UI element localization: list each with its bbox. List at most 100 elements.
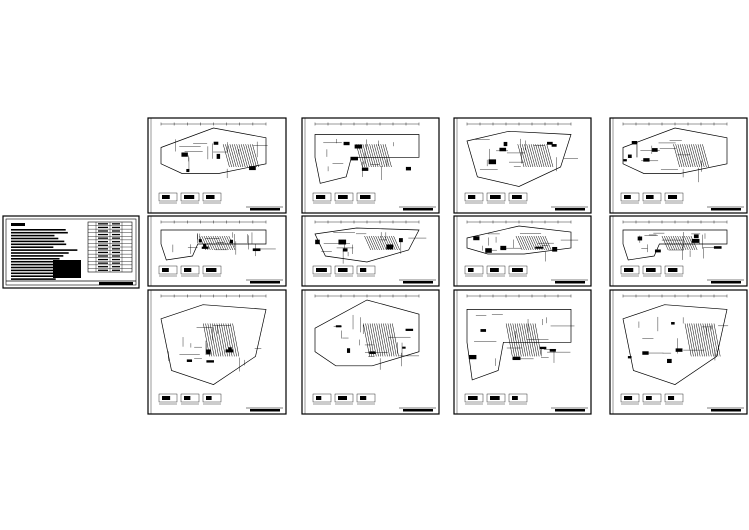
key-plans: [312, 192, 376, 204]
key-plans: [158, 393, 222, 405]
plan-sheet-a3[interactable]: [453, 117, 592, 214]
equipment-block: [539, 346, 547, 350]
building-outline: [622, 304, 728, 385]
sheet-border: [147, 117, 287, 214]
hatched-area: [673, 144, 709, 168]
title-block: [246, 279, 283, 284]
equipment-block: [500, 245, 507, 251]
equipment-block: [693, 234, 699, 239]
equipment-block: [503, 141, 508, 147]
dimension-line: [622, 220, 728, 224]
interior-walls: [482, 233, 579, 262]
dimension-line: [160, 294, 267, 298]
equipment-block: [637, 236, 643, 241]
sheet-border: [301, 215, 440, 287]
title-block: [246, 407, 283, 412]
key-plans: [620, 393, 684, 405]
key-plans: [464, 265, 528, 277]
equipment-block: [369, 351, 376, 354]
hatched-area: [661, 235, 698, 251]
equipment-block: [354, 144, 363, 149]
equipment-block: [342, 248, 348, 252]
equipment-block: [229, 239, 234, 244]
equipment-block: [350, 156, 358, 161]
equipment-block: [499, 147, 507, 152]
hatched-area: [363, 323, 399, 357]
equipment-block: [361, 167, 369, 171]
equipment-block: [338, 239, 347, 245]
dimension-line: [314, 220, 420, 224]
key-plans: [312, 265, 376, 277]
plan-sheet-a2[interactable]: [301, 117, 440, 214]
key-plans: [620, 265, 684, 277]
title-block: [551, 407, 588, 412]
plan-sheet-b3[interactable]: [453, 215, 592, 287]
plan-sheet-a4[interactable]: [609, 117, 748, 214]
equipment-block: [186, 359, 193, 362]
equipment-block: [488, 159, 497, 165]
equipment-block: [549, 348, 556, 352]
equipment-block: [667, 358, 672, 364]
equipment-block: [206, 360, 214, 363]
dimension-line: [314, 294, 420, 298]
title-block: [707, 206, 744, 211]
equipment-block: [623, 159, 627, 162]
equipment-block: [654, 249, 661, 253]
title-block: [399, 407, 436, 412]
hatched-area: [517, 144, 554, 168]
hatched-area: [515, 235, 552, 251]
plan-sheet-c3[interactable]: [453, 289, 592, 415]
equipment-block: [386, 244, 394, 250]
equipment-block: [315, 239, 320, 245]
equipment-block: [535, 246, 544, 249]
key-plans: [620, 192, 684, 204]
equipment-block: [547, 141, 553, 145]
title-block: [246, 206, 283, 211]
interior-walls: [168, 325, 262, 372]
equipment-block: [201, 246, 209, 249]
dimension-line: [466, 122, 572, 126]
title-block: [399, 279, 436, 284]
cover-heading: [11, 223, 25, 226]
plan-sheet-b1[interactable]: [147, 215, 287, 287]
equipment-block: [405, 328, 414, 331]
sheet-border: [609, 289, 748, 415]
equipment-block: [405, 166, 411, 171]
equipment-block: [631, 141, 638, 145]
sheet-border: [147, 289, 287, 415]
cover-sheet[interactable]: [2, 215, 140, 289]
plan-sheet-b4[interactable]: [609, 215, 748, 287]
building-outline: [314, 134, 420, 184]
building-outline: [314, 227, 420, 263]
title-block: [551, 279, 588, 284]
plan-sheet-b2[interactable]: [301, 215, 440, 287]
key-plans: [158, 192, 222, 204]
building-outline: [160, 229, 267, 261]
equipment-block: [343, 141, 350, 146]
equipment-block: [713, 246, 722, 249]
equipment-block: [198, 239, 202, 243]
hatched-area: [222, 144, 259, 168]
plan-sheet-a1[interactable]: [147, 117, 287, 214]
key-plans: [158, 265, 222, 277]
dimension-line: [160, 122, 267, 126]
building-outline: [466, 309, 572, 381]
equipment-block: [691, 238, 700, 243]
plan-sheet-c4[interactable]: [609, 289, 748, 415]
key-plans: [312, 393, 376, 405]
equipment-block: [216, 153, 221, 159]
equipment-block: [249, 166, 256, 171]
hatched-area: [505, 323, 542, 357]
title-block: [707, 279, 744, 284]
equipment-block: [206, 349, 211, 355]
plan-sheet-c2[interactable]: [301, 289, 440, 415]
equipment-block: [627, 154, 632, 158]
plan-sheet-c1[interactable]: [147, 289, 287, 415]
title-block: [707, 407, 744, 412]
equipment-block: [643, 158, 650, 162]
hatched-area: [684, 323, 721, 357]
equipment-block: [671, 322, 675, 325]
equipment-block: [642, 351, 649, 355]
equipment-block: [398, 238, 403, 243]
